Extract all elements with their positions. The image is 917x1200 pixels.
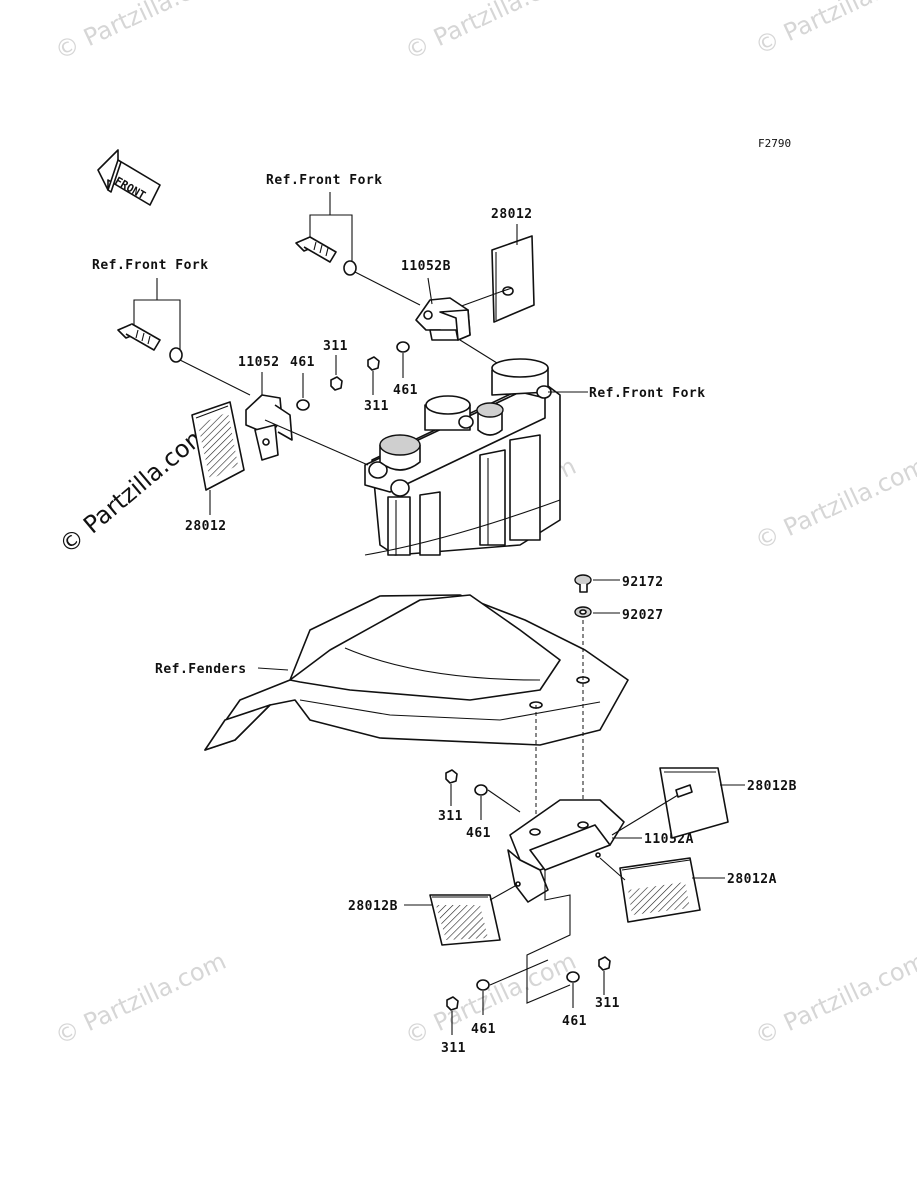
bracket-11052 <box>245 394 293 461</box>
watermark: © Partzilla.com <box>401 0 581 65</box>
leader-line <box>354 271 421 306</box>
washer-icon <box>396 341 410 353</box>
side-watermark: © Partzilla.com <box>54 419 214 559</box>
part-311-b-label: 311 <box>364 399 389 414</box>
washer-icon <box>566 971 580 983</box>
part-311-c-label: 311 <box>438 809 463 824</box>
part-461-d-label: 461 <box>471 1022 496 1037</box>
nut-icon <box>367 356 380 371</box>
ref-front-fork-top-label: Ref.Front Fork <box>266 173 383 188</box>
washer-icon <box>474 784 488 796</box>
part-311-e-label: 311 <box>595 996 620 1011</box>
ref-front-fork-right-label: Ref.Front Fork <box>589 386 706 401</box>
part-28012b-left-label: 28012B <box>348 899 398 914</box>
bolt-left-icon <box>117 323 183 363</box>
washer-icon <box>476 979 490 991</box>
bracket-11052b <box>415 297 471 341</box>
part-11052-label: 11052 <box>238 355 280 370</box>
nut-icon <box>445 769 458 784</box>
nut-icon <box>330 376 343 391</box>
leader-line <box>264 419 369 466</box>
watermark: © Partzilla.com <box>51 947 231 1051</box>
part-461-b-label: 461 <box>393 383 418 398</box>
leader-line <box>487 789 521 813</box>
bolt-top-icon <box>295 236 357 276</box>
part-311-d-label: 311 <box>441 1041 466 1056</box>
part-11052b-label: 11052B <box>401 259 451 274</box>
watermark: © Partzilla.com <box>751 0 917 60</box>
ref-front-fork-left-label: Ref.Front Fork <box>92 258 209 273</box>
leader-line <box>309 214 353 262</box>
part-311-a-label: 311 <box>323 339 348 354</box>
washer-icon <box>296 399 310 411</box>
leader-line <box>599 857 626 881</box>
front-arrow-icon: FRONT <box>97 149 161 206</box>
watermark: © Partzilla.com <box>751 947 917 1051</box>
watermark: © Partzilla.com <box>751 452 917 556</box>
leader-line <box>489 959 549 986</box>
part-28012b-right-label: 28012B <box>747 779 797 794</box>
reflector-top <box>491 235 535 323</box>
leader-line <box>611 794 679 836</box>
watermark: © Partzilla.com <box>51 0 231 65</box>
reflector-28012a <box>619 857 701 923</box>
reflector-28012b-right <box>659 767 729 839</box>
part-461-a-label: 461 <box>290 355 315 370</box>
part-92027-label: 92027 <box>622 608 664 623</box>
bracket-11052a <box>507 799 625 903</box>
screw-icon <box>574 574 592 593</box>
part-92172-label: 92172 <box>622 575 664 590</box>
leader-line <box>257 667 289 671</box>
leader-line <box>489 885 516 901</box>
part-28012-top-label: 28012 <box>491 207 533 222</box>
part-28012-left-label: 28012 <box>185 519 227 534</box>
leader-line <box>179 359 251 396</box>
leader-line <box>427 277 433 305</box>
diagram-code: F2790 <box>758 137 791 150</box>
washer-hole <box>579 609 587 615</box>
front-fork-assembly <box>364 358 561 556</box>
ref-fenders-label: Ref.Fenders <box>155 662 247 677</box>
part-28012a-label: 28012A <box>727 872 777 887</box>
reflector-28012b-left <box>429 894 501 946</box>
part-461-c-label: 461 <box>466 826 491 841</box>
reflector-left <box>191 401 245 491</box>
nut-icon <box>446 996 459 1011</box>
nut-icon <box>598 956 611 971</box>
rear-fender <box>204 594 629 751</box>
leader-line <box>526 870 571 1004</box>
part-461-e-label: 461 <box>562 1014 587 1029</box>
